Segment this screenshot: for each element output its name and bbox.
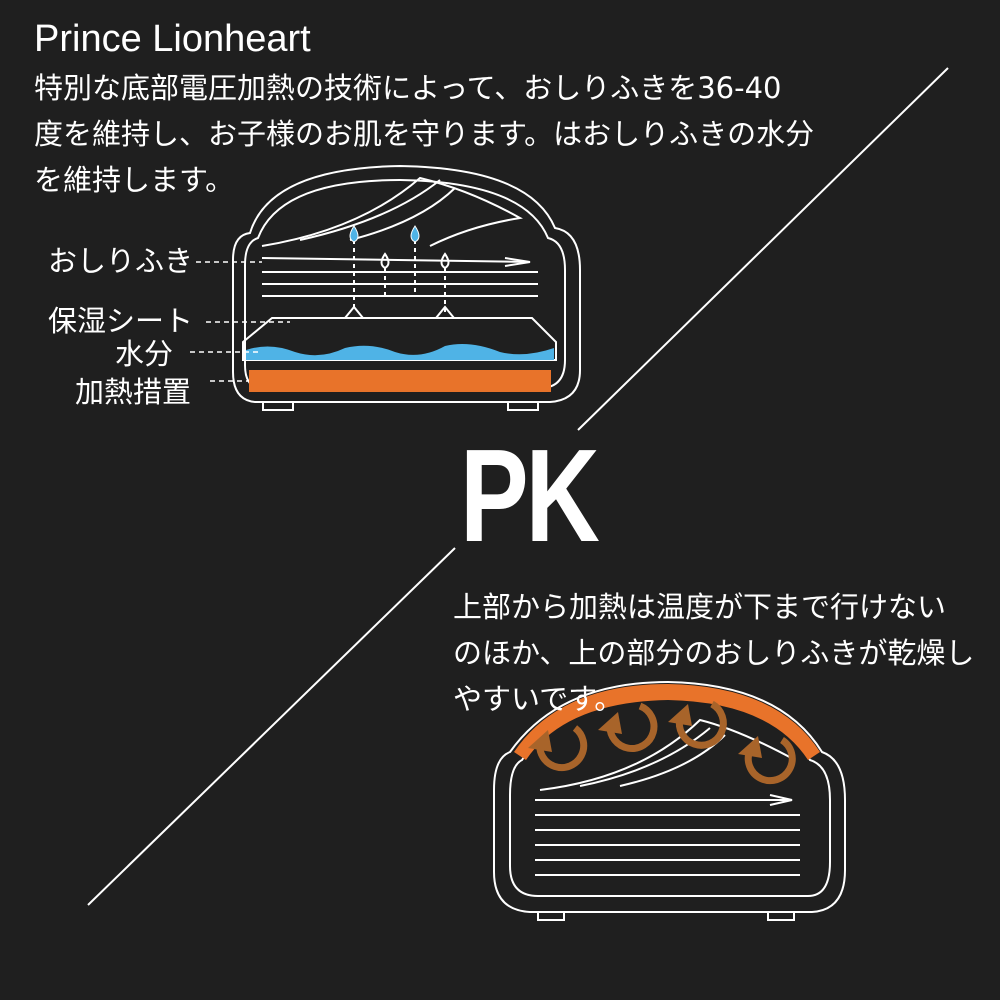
top-description: 特別な底部電圧加熱の技術によって、おしりふきを36-40 度を維持し、お子様のお… <box>34 65 814 203</box>
top-heater-arc <box>514 684 820 760</box>
bottom-description: 上部から加熱は温度が下まで行けない のほか、上の部分のおしりふきが乾燥し やすい… <box>453 584 974 722</box>
label-water: 水分 <box>115 337 174 371</box>
heat-arrowhead-icon <box>528 730 552 752</box>
top-description-line: を維持します。 <box>34 163 235 197</box>
bottom-heating-warmer <box>232 164 581 411</box>
label-moisture-sheet: 保湿シート <box>48 304 194 338</box>
water-layer <box>246 344 554 360</box>
top-description-line: 度を維持し、お子様のお肌を守ります。はおしりふきの水分 <box>34 117 815 151</box>
water-drop-icon <box>410 225 420 243</box>
heat-arrowhead-icon <box>598 712 622 734</box>
bottom-description-line: 上部から加熱は温度が下まで行けない <box>453 590 947 624</box>
pk-mark: PK <box>460 422 600 569</box>
diagonal-divider-lower <box>87 547 456 906</box>
diagonal-divider <box>577 67 949 431</box>
label-wipes: おしりふき <box>48 244 194 278</box>
brand-title: Prince Lionheart <box>34 18 311 60</box>
heat-arrowhead-icon <box>738 736 762 758</box>
label-heater: 加熱措置 <box>75 375 192 409</box>
bottom-description-line: のほか、上の部分のおしりふきが乾燥し <box>453 636 975 670</box>
bottom-description-line: やすいです。 <box>453 682 624 716</box>
heat-circulation-arrows <box>536 700 796 785</box>
label-leaders <box>190 261 290 382</box>
heat-arrowhead-icon <box>668 704 692 726</box>
water-drop-icon <box>349 225 359 243</box>
bottom-heater-bar <box>249 370 551 392</box>
top-description-line: 特別な底部電圧加熱の技術によって、おしりふきを36-40 <box>34 71 782 105</box>
